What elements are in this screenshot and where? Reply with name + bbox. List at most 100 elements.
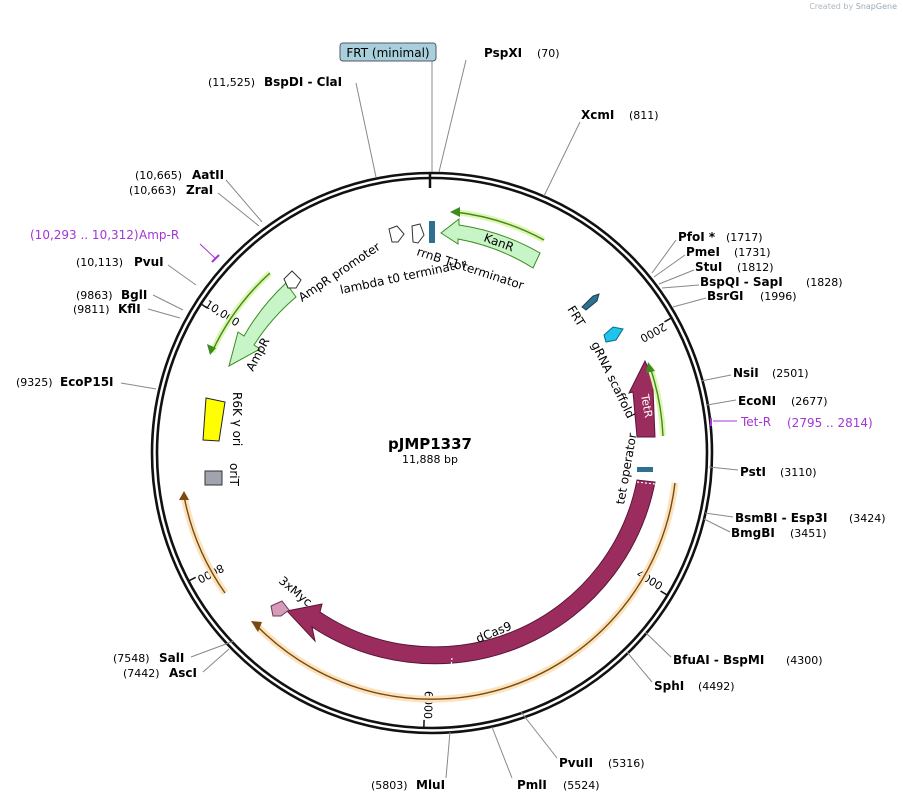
site-name-xcmi: XcmI (581, 108, 614, 122)
site-pos-sali: (7548) (113, 652, 150, 665)
r6k-orange-arc-line (183, 495, 226, 594)
site-leader-pmei (653, 254, 686, 278)
ampr-green-arrowhead (207, 344, 216, 355)
site-name-pmei: PmeI (686, 245, 720, 259)
ampr-promoter-small-arrow (283, 270, 302, 289)
snapgene-credit: Created by SnapGene (809, 2, 897, 11)
site-pos-sphi: (4492) (698, 680, 735, 693)
site-pos-bsmbi: (3424) (849, 512, 886, 525)
site-pos-mlui: (5803) (371, 779, 408, 792)
site-pos-pfoi: (1717) (726, 231, 763, 244)
site-name-bfuai: BfuAI - BspMI (673, 653, 764, 667)
site-name-econi: EcoNI (738, 394, 776, 408)
feature-label-ampr-promoter: AmpR promoter (296, 240, 383, 305)
site-name-nsii: NsiI (733, 366, 759, 380)
site-name-bgli: BglI (121, 288, 147, 302)
tetr-green-arrowhead (646, 362, 655, 373)
site-pos-zrai: (10,663) (129, 184, 176, 197)
feature-label-orit: oriT (227, 463, 241, 487)
site-name-sali: SalI (159, 651, 184, 665)
dcas9-orange-arrowhead (251, 621, 262, 632)
site-name-stui: StuI (695, 260, 722, 274)
site-leader-pvuii (520, 711, 558, 759)
frt-minimal-box (339, 42, 437, 62)
site-leader-psti (708, 466, 739, 471)
tick-label-2000: 2000 (638, 320, 669, 345)
site-leader-pmli (491, 726, 513, 779)
ampr-arrow (228, 282, 297, 367)
primer-amp-r-range: (10,293 .. 10,312) (30, 228, 139, 242)
site-name-pvui: PvuI (134, 255, 164, 269)
site-leader-sali (190, 640, 235, 658)
site-leader-econi (706, 399, 737, 406)
site-leader-stui (658, 269, 695, 285)
site-pos-bsrgi: (1996) (760, 290, 797, 303)
site-leader-bgli (152, 294, 184, 311)
site-leader-bsrgi (672, 297, 707, 308)
site-name-mlui: MluI (416, 778, 445, 792)
site-leader-pvui (167, 264, 197, 286)
site-name-ecop15i: EcoP15I (60, 375, 114, 389)
site-leader-zrai (217, 192, 260, 227)
site-pos-pvuii: (5316) (608, 757, 645, 770)
site-pos-psti: (3110) (780, 466, 817, 479)
orit-box (204, 470, 223, 486)
kanr-arrow (440, 217, 541, 269)
ampr-promoter-arrow (388, 225, 405, 243)
backbone-outer-circle (150, 171, 714, 735)
site-name-bspqi: BspQI - SapI (700, 275, 783, 289)
site-leader-ecop15i (120, 382, 157, 390)
site-pos-pspxi: (70) (537, 47, 560, 60)
tick-mark-4000 (660, 590, 669, 597)
tick-mark-10000 (199, 302, 209, 309)
lambda-terminator-arrow (411, 223, 425, 244)
amp-r-primer-leader (199, 243, 217, 260)
site-pos-nsii: (2501) (772, 367, 809, 380)
feature-label-r6k-ori: R6K γ ori (230, 392, 244, 446)
site-pos-aatii: (10,665) (135, 169, 182, 182)
site-pos-pmli: (5524) (563, 779, 600, 792)
site-leader-pspxi (438, 59, 467, 173)
amp-r-primer-mark (211, 254, 220, 263)
primer-tet-r-range: (2795 .. 2814) (787, 416, 873, 430)
kanr-green-arc-line (454, 211, 545, 241)
site-leader-kfli (147, 308, 181, 319)
site-name-pspxi: PspXI (484, 46, 522, 60)
site-leader-sphi (626, 651, 653, 683)
site-leader-bfuai (644, 631, 672, 658)
site-name-sphi: SphI (654, 679, 684, 693)
site-leader-nsii (700, 374, 732, 382)
rrnb-terminator-box (429, 221, 435, 243)
site-name-asci: AscI (169, 666, 197, 680)
restriction-site-layer: FRT (minimal) PspXI (70) XcmI (811) PfoI… (16, 42, 886, 792)
credit-brand: SnapGene (855, 2, 897, 11)
tick-mark-8000 (187, 576, 197, 583)
site-name-bmgbi: BmgBI (731, 526, 775, 540)
site-pos-bspqi: (1828) (806, 276, 843, 289)
backbone-inner-circle (155, 176, 709, 730)
site-leader-claI (355, 82, 377, 178)
r6k-ori-box (202, 397, 226, 442)
frt-feature-arrow (581, 293, 600, 311)
site-pos-bmgbi: (3451) (790, 527, 827, 540)
grna-scaffold-arrow (603, 326, 624, 343)
site-leader-mlui (445, 731, 451, 779)
dcas9-start-mark (636, 481, 656, 485)
site-pos-bfuai: (4300) (786, 654, 823, 667)
plasmid-name: pJMP1337 (388, 435, 472, 453)
tick-mark-2000 (664, 316, 673, 323)
site-name-pfoi: PfoI * (678, 230, 716, 244)
site-frt-minimal: FRT (minimal) (346, 46, 429, 60)
dcas9-junction-mark (449, 657, 453, 678)
site-pos-bspdi: (11,525) (208, 76, 255, 89)
site-leader-xcmi (543, 121, 581, 197)
site-leader-pfoi (651, 239, 677, 274)
site-pos-stui: (1812) (737, 261, 774, 274)
site-name-zrai: ZraI (186, 183, 213, 197)
site-name-aatii: AatII (192, 168, 224, 182)
3xmyc-arrow (270, 600, 290, 617)
site-pos-pvui: (10,113) (76, 256, 123, 269)
site-pos-econi: (2677) (791, 395, 828, 408)
site-name-pmli: PmlI (517, 778, 547, 792)
